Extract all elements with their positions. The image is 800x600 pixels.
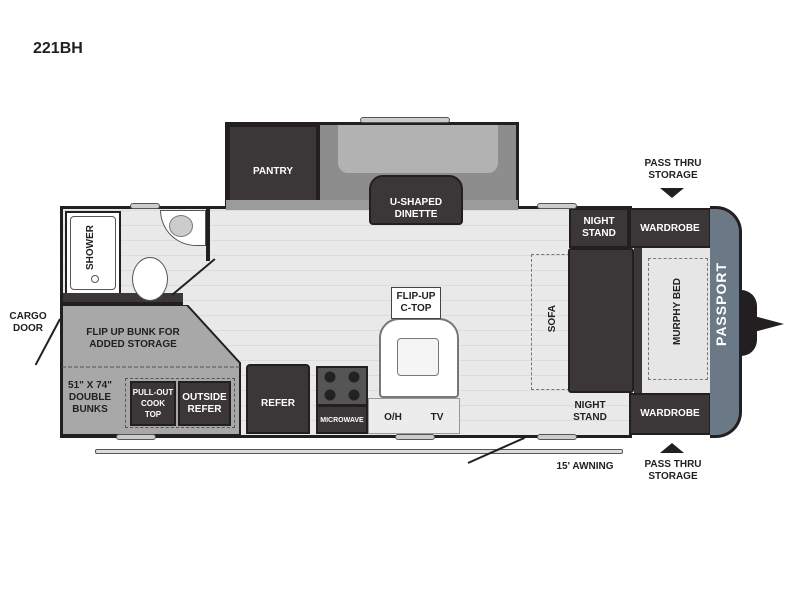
shower-label: SHOWER (85, 225, 96, 270)
window (116, 434, 156, 440)
wardrobe-top: WARDROBE (629, 208, 711, 248)
stove (316, 366, 368, 406)
flip-up-bunk-label: FLIP UP BUNK FOR ADDED STORAGE (86, 327, 180, 350)
sofa (568, 248, 634, 393)
murphy-bed: MURPHY BED (634, 248, 711, 393)
wardrobe-top-label: WARDROBE (640, 223, 700, 234)
brand-logo: PASSPORT (713, 262, 729, 346)
pass-thru-bottom-label: PASS THRU STORAGE (644, 459, 702, 482)
pull-out-cook-top: PULL-OUT COOK TOP (130, 381, 176, 426)
refer: REFER (246, 364, 310, 434)
hitch-tongue (754, 316, 784, 332)
pass-thru-top-arrow (660, 188, 684, 198)
night-stand-top-label: NIGHT STAND (582, 216, 616, 239)
model-title: 221BH (33, 40, 83, 57)
window (130, 203, 160, 209)
c-top-island (379, 318, 459, 398)
cargo-door-label: CARGO DOOR (9, 311, 47, 334)
awning (95, 449, 623, 454)
window (395, 434, 435, 440)
bunks-label: 51" X 74" DOUBLE BUNKS (68, 380, 112, 415)
hitch (741, 290, 757, 356)
refer-label: REFER (261, 398, 295, 409)
microwave-label: MICROWAVE (320, 417, 364, 424)
bath-wall (63, 293, 183, 305)
tv-label: TV (430, 412, 444, 423)
pass-thru-bottom-arrow (660, 443, 684, 453)
pass-thru-top-label: PASS THRU STORAGE (644, 158, 702, 181)
pantry-label: PANTRY (253, 166, 293, 177)
toilet (132, 257, 168, 301)
microwave: MICROWAVE (316, 405, 368, 434)
shower: SHOWER (65, 211, 121, 295)
night-stand-bottom-label: NIGHT STAND (573, 400, 607, 423)
cook-top-label: PULL-OUT COOK TOP (132, 388, 174, 419)
wardrobe-bottom: WARDROBE (629, 393, 711, 435)
counter (368, 398, 460, 434)
night-stand-top: NIGHT STAND (569, 208, 629, 248)
c-top-tag: FLIP-UP C-TOP (391, 287, 441, 319)
window (360, 117, 450, 123)
awning-label: 15' AWNING (556, 461, 614, 472)
outside-refer-label: OUTSIDE REFER (182, 392, 227, 415)
window (537, 434, 577, 440)
oh-cabinet-label: O/H (384, 412, 402, 423)
murphy-bed-label: MURPHY BED (672, 278, 683, 346)
c-top-label: FLIP-UP C-TOP (396, 291, 436, 314)
outside-refer: OUTSIDE REFER (178, 381, 231, 426)
dinette-label: U-SHAPED DINETTE (389, 197, 443, 220)
sofa-label: SOFA (547, 305, 558, 333)
window (537, 203, 577, 209)
dinette-table: U-SHAPED DINETTE (369, 175, 463, 225)
wardrobe-bottom-label: WARDROBE (640, 408, 700, 419)
